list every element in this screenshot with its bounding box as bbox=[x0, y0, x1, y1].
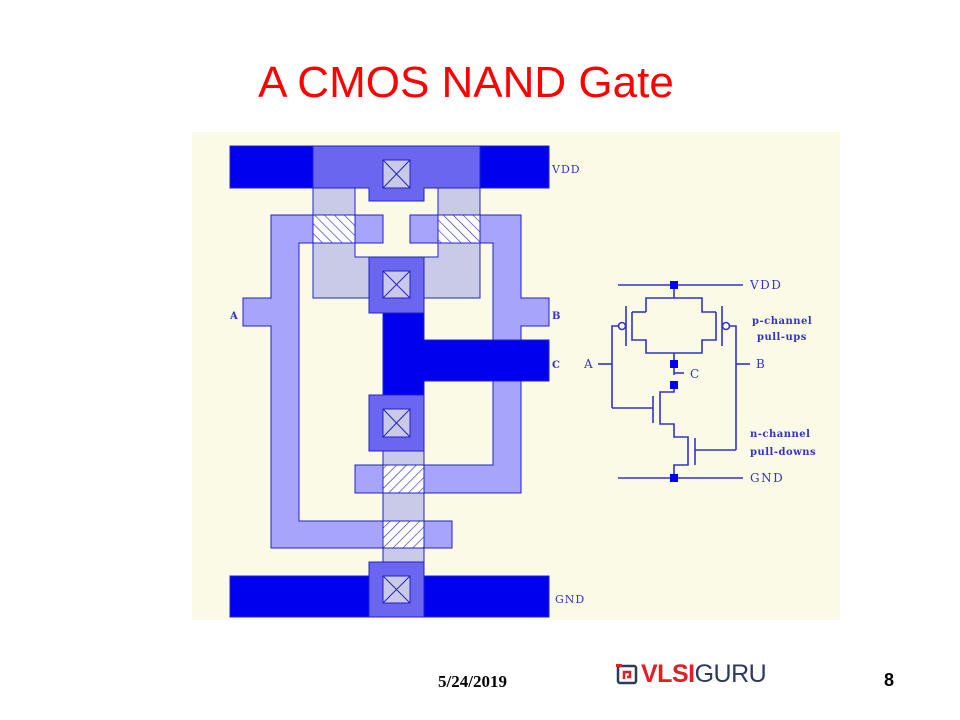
contact-icon bbox=[382, 270, 411, 299]
contact-icon bbox=[382, 408, 411, 438]
logo-mark-icon bbox=[616, 664, 638, 685]
nmos-note-line2: pull-downs bbox=[750, 447, 816, 458]
node-out-top bbox=[670, 360, 678, 368]
pmos-note-line1: p-channel bbox=[752, 316, 812, 327]
slide-title: A CMOS NAND Gate bbox=[258, 58, 674, 107]
layout-label-gnd: GND bbox=[555, 593, 585, 606]
nmos-a-gate bbox=[382, 520, 425, 549]
output-contact-block-top bbox=[368, 256, 425, 314]
poly-input-b bbox=[354, 214, 550, 494]
schematic-label-gnd: GND bbox=[750, 471, 784, 485]
schematic-nodes bbox=[670, 281, 678, 482]
vlsiguru-logo: VLSI GURU bbox=[616, 659, 767, 688]
pmos-a-gate bbox=[312, 214, 356, 244]
poly-input-a bbox=[242, 214, 453, 549]
node-gnd bbox=[670, 474, 678, 482]
schematic-label-b: B bbox=[756, 357, 766, 371]
schematic-view bbox=[598, 284, 750, 479]
logo-text-guru: GURU bbox=[694, 659, 767, 688]
nand-figure: VDD GND A B C bbox=[192, 132, 840, 620]
layout-label-a: A bbox=[229, 311, 238, 322]
pmos-b-gate bbox=[437, 214, 481, 244]
layout-view bbox=[229, 145, 550, 618]
layout-label-c: C bbox=[552, 360, 560, 371]
schematic-label-c: C bbox=[690, 367, 701, 381]
figure-canvas: VDD GND A B C bbox=[229, 145, 816, 618]
node-out-bottom bbox=[670, 381, 678, 389]
contact-icon bbox=[382, 575, 411, 604]
schematic-label-a: A bbox=[583, 357, 594, 371]
contact-icon bbox=[382, 159, 411, 189]
schematic-label-vdd: VDD bbox=[749, 278, 782, 292]
slide-date: 5/24/2019 bbox=[438, 672, 507, 691]
slide-page-number: 8 bbox=[884, 670, 895, 690]
layout-label-vdd: VDD bbox=[551, 163, 581, 176]
node-vdd bbox=[670, 281, 678, 289]
nmos-note-line1: n-channel bbox=[750, 429, 810, 440]
logo-text-vlsi: VLSI bbox=[641, 659, 695, 688]
pmos-note-line2: pull-ups bbox=[757, 332, 807, 343]
layout-label-b: B bbox=[552, 311, 560, 322]
nmos-b-gate bbox=[382, 464, 425, 494]
